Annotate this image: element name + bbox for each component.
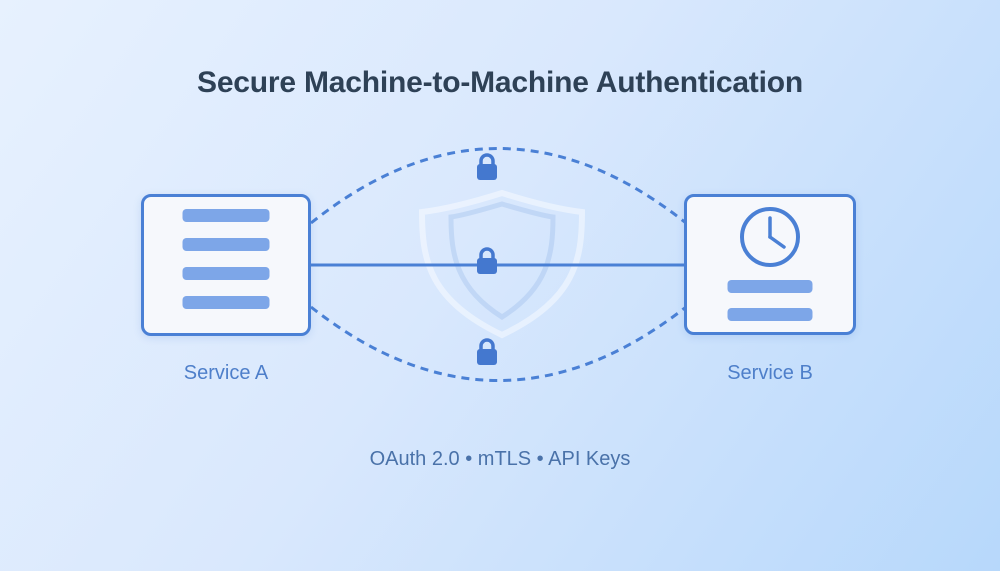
service-a-node	[141, 194, 311, 336]
secure-channel-arc-bottom	[310, 305, 687, 382]
auth-protocols-caption: OAuth 2.0 • mTLS • API Keys	[369, 448, 631, 470]
server-bar	[727, 308, 813, 321]
page-title: Secure Machine-to-Machine Authentication	[197, 66, 803, 99]
service-b-label: Service B	[727, 362, 813, 384]
server-bar	[727, 280, 813, 293]
padlock-icon	[477, 153, 497, 180]
padlock-icon	[477, 338, 497, 365]
server-bar	[182, 238, 270, 251]
server-bar	[182, 296, 270, 309]
server-bar	[182, 267, 270, 280]
clock-icon	[738, 205, 802, 269]
secure-channel-arc-top	[310, 147, 687, 225]
server-bar	[182, 209, 270, 222]
padlock-icon	[477, 247, 497, 274]
shield-outline-icon	[418, 189, 586, 339]
service-a-label: Service A	[183, 362, 269, 384]
service-b-node	[684, 194, 856, 335]
server-rows-icon	[182, 209, 270, 309]
